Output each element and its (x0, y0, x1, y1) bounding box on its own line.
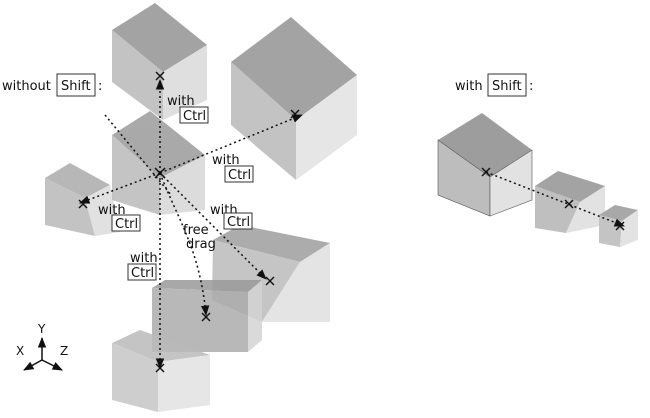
cube-left (45, 163, 120, 236)
marker-top-right (290, 109, 300, 119)
path-ctrl-right-up (159, 114, 303, 174)
ctrl-key-label: Ctrl (228, 168, 251, 183)
label-ctrl-right: with Ctrl (212, 153, 254, 183)
cube-shift-large (437, 113, 533, 217)
marker-shift-large (481, 167, 491, 177)
drag-paths (79, 78, 625, 370)
axis-gizmo (23, 336, 63, 371)
with-text: with (130, 251, 158, 266)
cube-top (112, 3, 207, 120)
free-text: free (183, 223, 209, 238)
x-axis-line (23, 359, 43, 371)
marker-bottom (155, 363, 165, 373)
cube-bottom (112, 330, 210, 412)
cube-center (112, 111, 205, 215)
label-with-shift: with Shift : (455, 73, 533, 97)
label-ctrl-left: with Ctrl (98, 203, 141, 232)
path-free-drag-curve (159, 172, 210, 317)
with-text: with (167, 94, 195, 109)
label-without-shift: without Shift : (2, 73, 102, 97)
shift-key-label: Shift (61, 79, 91, 94)
label-ctrl-lower-right: with Ctrl (210, 203, 253, 230)
ctrl-key-label: Ctrl (183, 109, 206, 124)
x-axis-label: X (16, 344, 24, 358)
colon-text: : (98, 79, 102, 94)
ctrl-key-label: Ctrl (227, 215, 250, 230)
colon-text: : (529, 79, 533, 94)
marker-origin (154, 167, 166, 179)
marker-free-drag (201, 312, 211, 322)
ctrl-key-label: Ctrl (131, 266, 154, 281)
cube-shift-small (599, 205, 638, 247)
marker-top (155, 71, 165, 81)
ctrl-key-label: Ctrl (115, 217, 138, 232)
without-text: without (2, 79, 51, 94)
shift-key-label: Shift (492, 79, 522, 94)
z-axis-line (41, 359, 63, 371)
marker-lower-right (265, 276, 275, 286)
label-free-drag: free drag (183, 223, 216, 252)
y-axis-label: Y (37, 322, 46, 336)
drag-text: drag (186, 237, 216, 252)
cube-top-right (231, 17, 357, 180)
cube-lower-middle (152, 280, 262, 352)
label-ctrl-up: with Ctrl (167, 94, 209, 124)
with-text: with (455, 79, 483, 94)
with-text: with (212, 153, 240, 168)
label-ctrl-down: with Ctrl (127, 251, 158, 281)
marker-left (78, 199, 88, 209)
z-axis-label: Z (60, 344, 68, 358)
position-markers (78, 71, 625, 373)
marker-shift-small (615, 221, 625, 231)
path-ctrl-left (79, 172, 161, 204)
with-text: with (98, 203, 126, 218)
cube-shift-medium (535, 171, 605, 233)
marker-shift-medium (564, 199, 574, 209)
